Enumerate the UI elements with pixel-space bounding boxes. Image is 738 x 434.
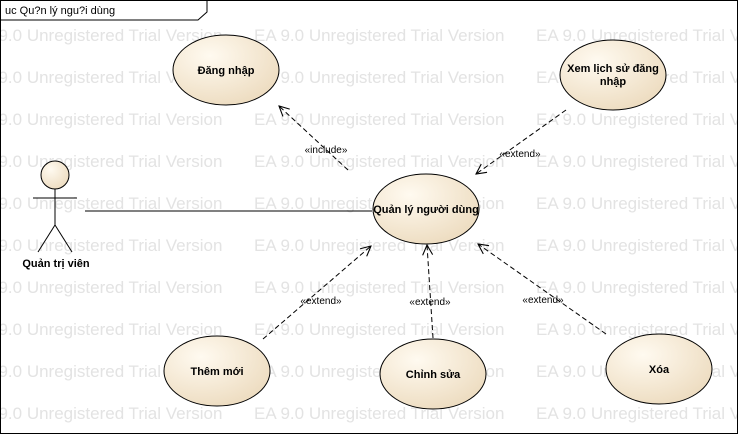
watermark-text: EA 9.0 Unregistered Trial Version	[536, 320, 738, 339]
use-case-ellipse	[559, 39, 667, 111]
watermark-text: EA 9.0 Unregistered Trial Version	[254, 152, 504, 171]
use-case-ellipse	[163, 335, 271, 407]
extend-label-edit: «extend»	[409, 297, 451, 308]
use-case-label-login: Đăng nhập	[198, 65, 255, 77]
actor-label: Quản trị viên	[22, 258, 90, 270]
actor-head	[40, 160, 70, 190]
use-case-label-history-line1: Xem lịch sử đăng	[567, 63, 659, 75]
use-case-chinh-sua[interactable]: Chỉnh sửa	[379, 338, 487, 410]
extend-label-history: «extend»	[499, 149, 541, 160]
use-case-ellipse	[172, 34, 280, 106]
use-case-ellipse	[379, 338, 487, 410]
watermark-text: EA 9.0 Unregistered Trial Version	[254, 68, 504, 87]
watermark-text: EA 9.0 Unregistered Trial Version	[254, 320, 504, 339]
use-case-label-add: Thêm mới	[190, 366, 243, 378]
watermark-text: EA 9.0 Unregistered Trial Version	[0, 152, 222, 171]
watermark-text: EA 9.0 Unregistered Trial Version	[536, 26, 738, 45]
watermark-text: EA 9.0 Unregistered Trial Version	[0, 320, 222, 339]
watermark-text: EA 9.0 Unregistered Trial Version	[0, 26, 222, 45]
use-case-xem-lich-su[interactable]: Xem lịch sử đăng nhập	[559, 39, 667, 111]
watermark-text: EA 9.0 Unregistered Trial Version	[254, 278, 504, 297]
watermark-text: EA 9.0 Unregistered Trial Version	[0, 236, 222, 255]
watermark-layer: EA 9.0 Unregistered Trial Version EA 9.0 …	[0, 26, 738, 423]
watermark-text: EA 9.0 Unregistered Trial Version	[254, 26, 504, 45]
use-case-ellipse	[372, 173, 480, 245]
watermark-text: EA 9.0 Unregistered Trial Version	[0, 404, 222, 423]
actor-right-leg	[54, 224, 73, 253]
actor-quan-tri-vien[interactable]: Quản trị viên	[22, 160, 90, 270]
use-case-them-moi[interactable]: Thêm mới	[163, 335, 271, 407]
frame-label: uc Qu?n lý ngu?i dùng	[5, 5, 115, 17]
extend-label-delete: «extend»	[522, 295, 564, 306]
extend-arrow-history	[476, 109, 567, 174]
frame-tab	[0, 0, 208, 21]
watermark-text: EA 9.0 Unregistered Trial Version	[0, 194, 222, 213]
watermark-text: EA 9.0 Unregistered Trial Version	[254, 236, 504, 255]
use-case-ellipse	[605, 333, 713, 405]
watermark-text: EA 9.0 Unregistered Trial Version	[536, 236, 738, 255]
use-case-label-manage: Quản lý người dùng	[373, 204, 479, 216]
use-case-label-delete: Xóa	[649, 364, 670, 376]
extend-arrow-delete	[478, 244, 607, 335]
watermark-text: EA 9.0 Unregistered Trial Version	[536, 278, 738, 297]
dependencies	[262, 106, 607, 340]
extend-label-add: «extend»	[300, 296, 342, 307]
watermark-text: EA 9.0 Unregistered Trial Version	[536, 152, 738, 171]
use-case-dang-nhap[interactable]: Đăng nhập	[172, 34, 280, 106]
watermark-text: EA 9.0 Unregistered Trial Version	[536, 110, 738, 129]
use-case-quan-ly-nguoi-dung[interactable]: Quản lý người dùng	[372, 173, 480, 245]
include-label: «include»	[305, 145, 348, 156]
watermark-text: EA 9.0 Unregistered Trial Version	[254, 404, 504, 423]
use-case-label-history-line2: nhập	[600, 76, 627, 88]
actor-left-leg	[37, 224, 56, 253]
watermark-text: EA 9.0 Unregistered Trial Version	[0, 278, 222, 297]
watermark-text: EA 9.0 Unregistered Trial Version	[0, 110, 222, 129]
use-case-xoa[interactable]: Xóa	[605, 333, 713, 405]
watermark-text: EA 9.0 Unregistered Trial Version	[254, 110, 504, 129]
use-case-label-edit: Chỉnh sửa	[406, 369, 461, 381]
watermark-text: EA 9.0 Unregistered Trial Version	[536, 404, 738, 423]
watermark-text: EA 9.0 Unregistered Trial Version	[0, 68, 222, 87]
watermark-text: EA 9.0 Unregistered Trial Version	[536, 194, 738, 213]
